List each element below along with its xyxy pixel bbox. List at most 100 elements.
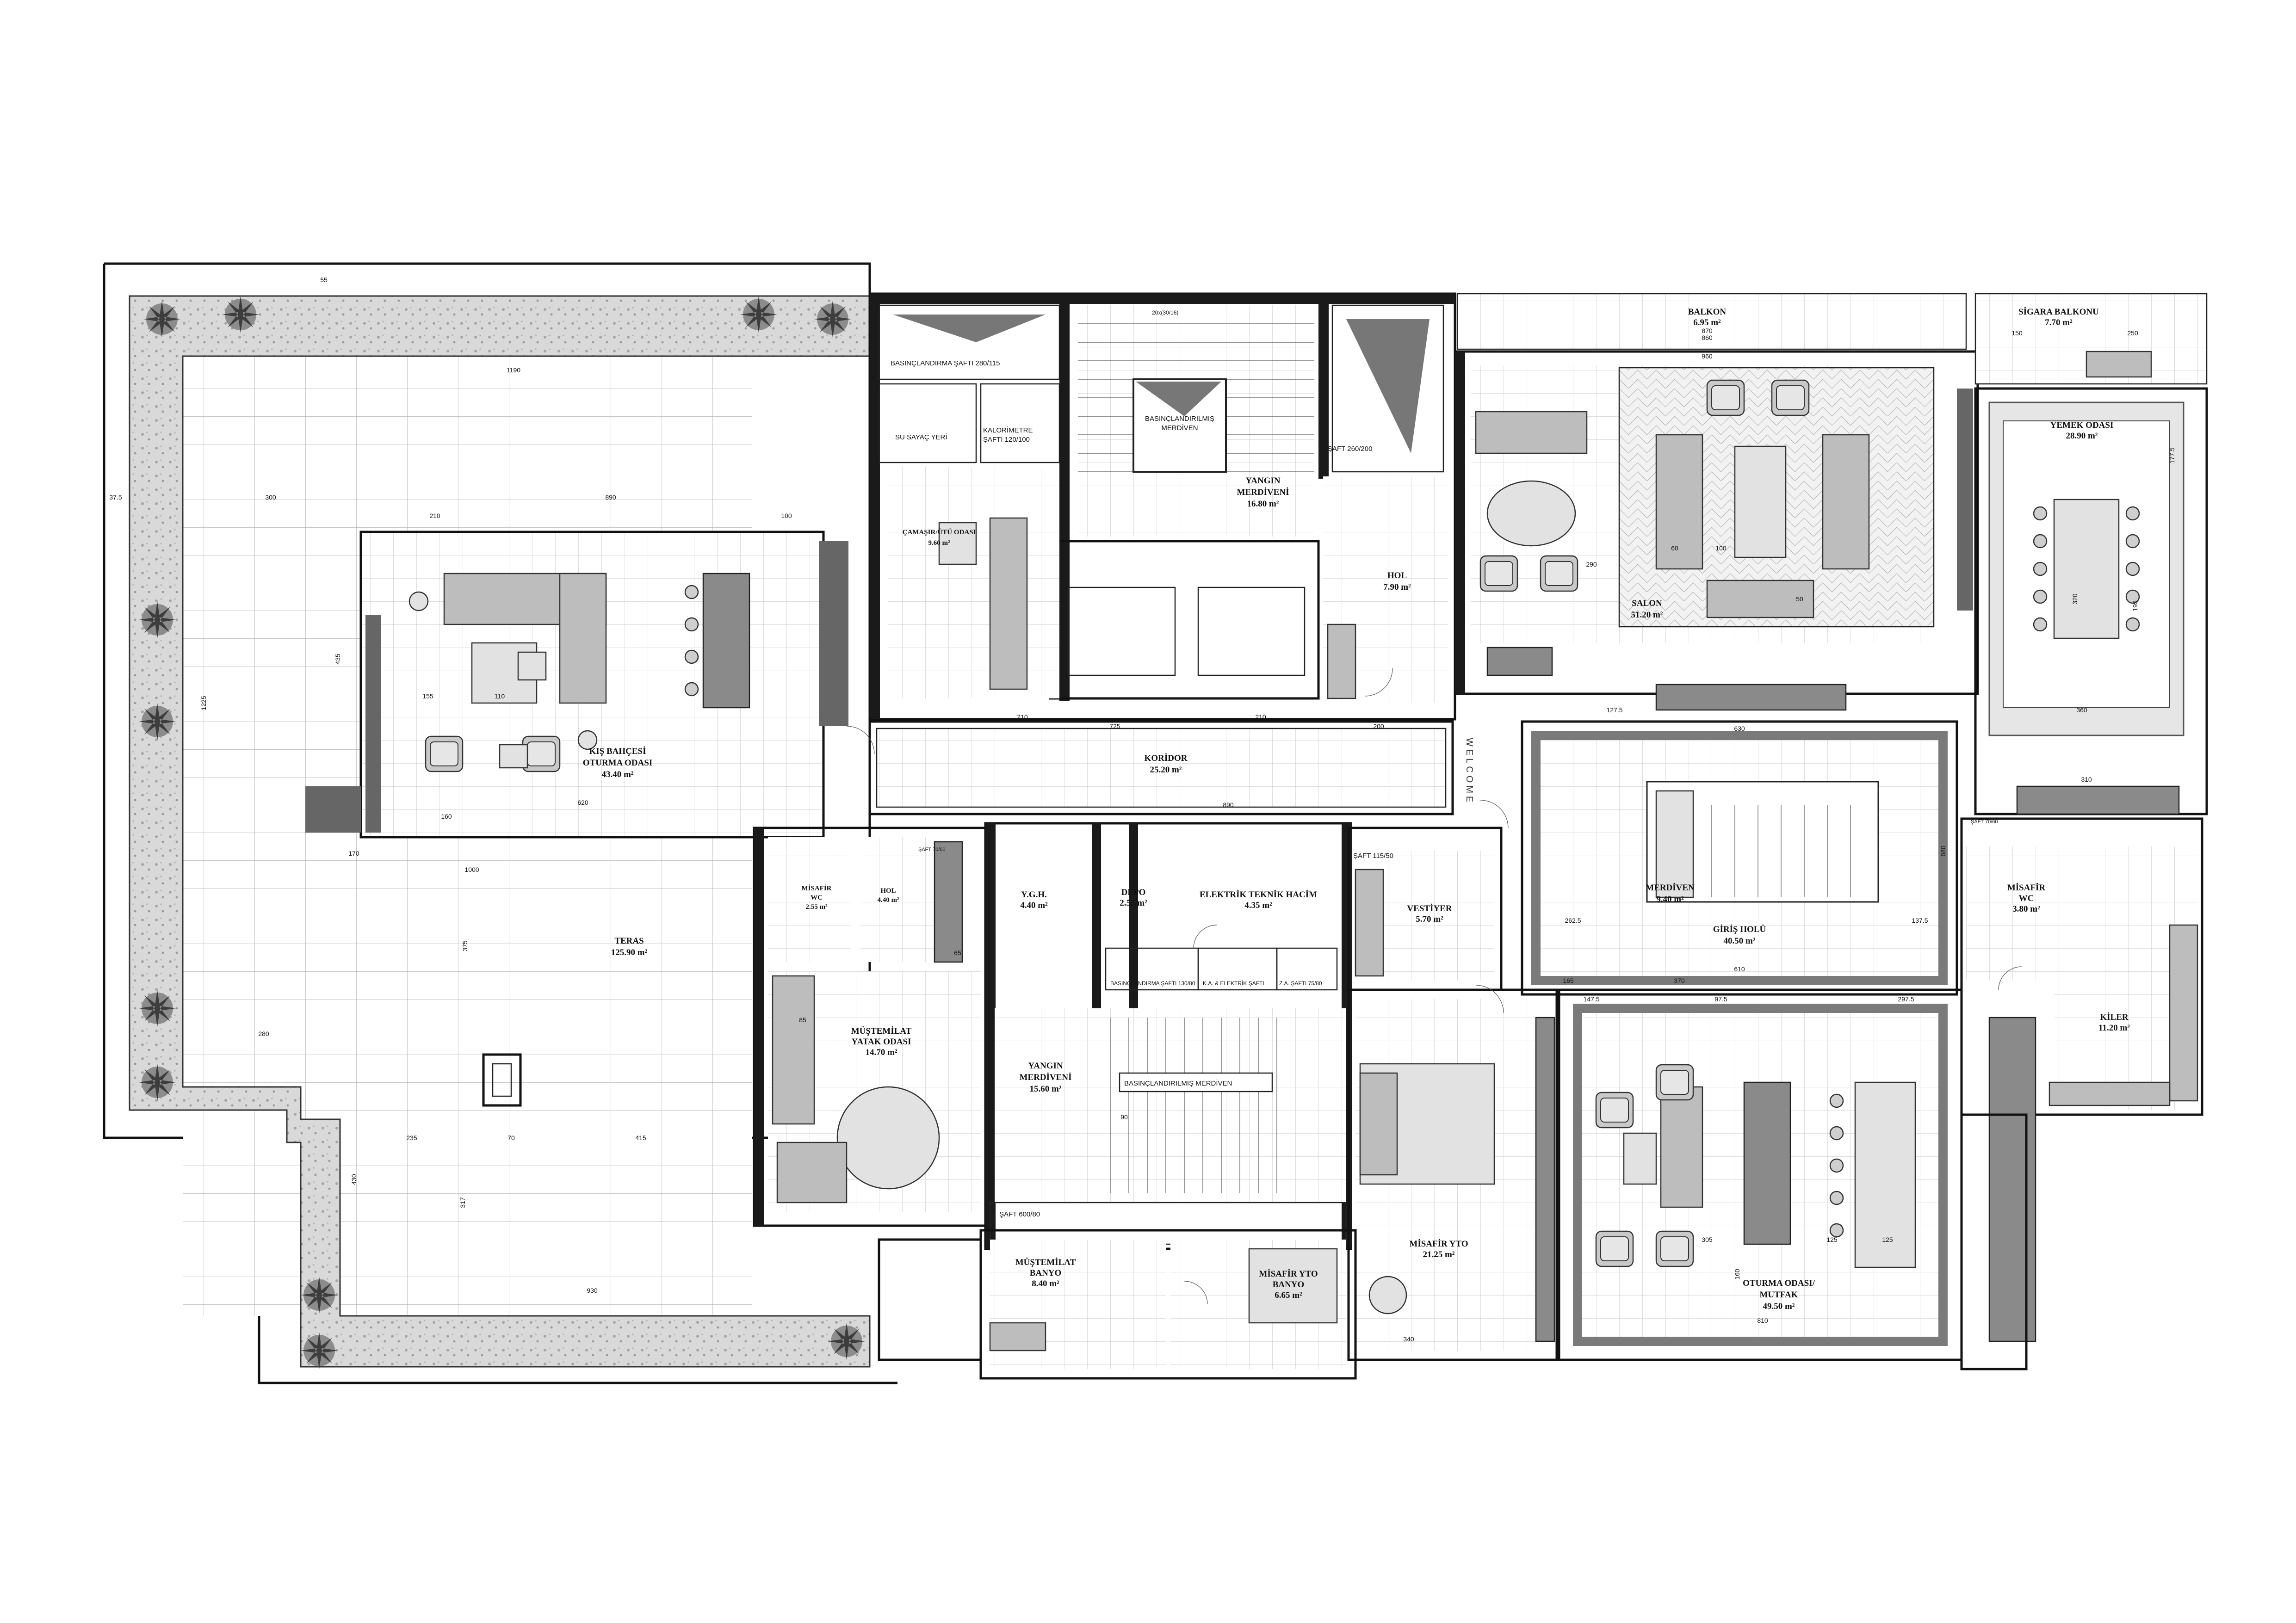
room-name: WC [811, 894, 823, 901]
dimension: 320 [2071, 593, 2079, 605]
shaft-labels: BASINÇLANDIRMA ŞAFTI 280/115 BASINÇLANDI… [891, 309, 1998, 1218]
room-name: ELEKTRİK TEKNİK HACİM [1200, 890, 1317, 900]
room-yangin-merdiveni-mid: YANGIN MERDİVENİ 15.60 m² [1020, 1061, 1072, 1094]
dimensions: 1190 890 300 210 100 1225 435 155 110 62… [109, 276, 2176, 1343]
dimension: 930 [587, 1287, 598, 1294]
room-name: WC [2019, 894, 2034, 903]
room-name: HOL [880, 887, 896, 895]
dimension: 860 [1702, 334, 1713, 341]
room-name: OTURMA ODASI [583, 758, 652, 768]
dimension: 1000 [464, 866, 479, 873]
room-name: Y.G.H. [1021, 890, 1047, 900]
room-name: GİRİŞ HOLÜ [1713, 925, 1766, 934]
dimension: 195 [2131, 600, 2139, 611]
dimension: 360 [2076, 706, 2087, 714]
room-kis-bahcesi: KIŞ BAHÇESİ OTURMA ODASI 43.40 m² [583, 747, 652, 779]
room-area: 43.40 m² [601, 770, 633, 779]
room-name: KORİDOR [1145, 753, 1188, 763]
room-area: 2.55 m² [806, 903, 828, 911]
dimension: 280 [258, 1030, 269, 1037]
room-balkon: BALKON 6.95 m² [1688, 307, 1727, 327]
dimension: 65 [954, 949, 961, 957]
room-area: 6.95 m² [1693, 318, 1721, 327]
dimension: 1225 [200, 696, 207, 710]
dimension: 127.5 [1606, 706, 1622, 714]
room-koridor: KORİDOR 25.20 m² [1145, 753, 1188, 775]
room-name: VESTİYER [1407, 904, 1452, 913]
dimension: 170 [348, 850, 359, 857]
room-name: BANYO [1273, 1280, 1305, 1290]
room-sigara-balkonu: SİGARA BALKONU 7.70 m² [2018, 307, 2099, 327]
room-name: SALON [1632, 599, 1662, 608]
dimension: 55 [320, 276, 328, 284]
room-name: BALKON [1688, 307, 1727, 317]
dimension: 297.5 [1898, 995, 1914, 1003]
room-elektrik: ELEKTRİK TEKNİK HACİM 4.35 m² [1200, 890, 1317, 910]
dimension: 290 [1586, 561, 1597, 568]
room-salon: SALON 51.20 m² [1631, 599, 1663, 620]
dimension: 160 [1733, 1269, 1741, 1280]
room-area: 3.80 m² [2012, 904, 2040, 914]
room-yemek-odasi: YEMEK ODASI 28.90 m² [2050, 420, 2114, 441]
room-vestiyer: VESTİYER 5.70 m² [1407, 904, 1452, 924]
plan-geometry [103, 262, 2208, 1384]
shaft-label: BASINÇLANDIRMA ŞAFTI 130/80 [1110, 980, 1195, 987]
room-area: 4.35 m² [1244, 901, 1272, 910]
dimension: 177.5 [2168, 447, 2176, 463]
dimension: 60 [1671, 544, 1678, 552]
room-name: TERAS [614, 936, 644, 946]
room-giris-holu: GİRİŞ HOLÜ 40.50 m² [1713, 925, 1766, 946]
room-area: 9.60 m² [928, 539, 950, 547]
dimension: 1190 [507, 366, 520, 374]
dimension: 680 [1939, 845, 1947, 857]
room-name: KIŞ BAHÇESİ [589, 747, 646, 756]
dimension: 85 [799, 1016, 806, 1024]
room-name: HOL [1387, 571, 1407, 580]
room-name: YANGIN [1245, 476, 1281, 486]
dimension: 100 [781, 512, 792, 519]
dimension: 430 [350, 1174, 358, 1185]
room-name: KİLER [2100, 1012, 2129, 1022]
dimension: 870 [1702, 327, 1713, 334]
shaft-label: ŞAFT 70/60 [918, 847, 946, 852]
shaft-label: KALORİMETRE [983, 426, 1033, 434]
dimension: 150 [2011, 329, 2023, 337]
dimension: 305 [1702, 1236, 1713, 1243]
dimension: 155 [422, 692, 433, 700]
room-area: 11.20 m² [2098, 1023, 2130, 1033]
room-area: 9.40 m² [1656, 895, 1684, 904]
dimension: 160 [441, 813, 452, 820]
room-area: 51.20 m² [1631, 610, 1663, 620]
room-area: 25.20 m² [1150, 765, 1182, 775]
dimension: 125 [1882, 1236, 1893, 1243]
room-merdiven: MERDİVEN 9.40 m² [1646, 883, 1695, 904]
dimension: 370 [1674, 977, 1685, 984]
dimension: 317 [459, 1197, 466, 1208]
dimension: 340 [1403, 1335, 1414, 1343]
room-name: ÇAMAŞIR/ÜTÜ ODASI [903, 528, 976, 536]
shaft-label: 20x(30/16) [1152, 309, 1178, 316]
room-name: BANYO [1030, 1268, 1062, 1278]
room-area: 7.70 m² [2045, 318, 2073, 327]
room-area: 7.90 m² [1383, 582, 1411, 592]
room-name: YANGIN [1028, 1061, 1063, 1071]
room-name: MÜŞTEMİLAT [851, 1026, 912, 1036]
room-area: 4.40 m² [1020, 901, 1048, 910]
dimension: 630 [1734, 725, 1745, 732]
shaft-label: BASINÇLANDIRILMIŞ [1145, 415, 1214, 423]
room-misafir-yto: MİSAFİR YTO 21.25 m² [1409, 1239, 1468, 1259]
room-area: 49.50 m² [1763, 1302, 1795, 1311]
dimension: 97.5 [1714, 995, 1727, 1003]
dimension: 310 [2081, 776, 2092, 783]
room-hol-left: HOL 4.40 m² [878, 887, 899, 904]
dimension: 200 [1373, 722, 1384, 730]
dimension: 262.5 [1565, 917, 1581, 924]
room-name: MİSAFİR YTO [1409, 1239, 1468, 1249]
room-yangin-merdiveni-top: YANGIN MERDİVENİ 16.80 m² [1237, 476, 1289, 509]
dimension: 235 [406, 1134, 417, 1142]
room-name: MİSAFİR [801, 884, 831, 892]
room-mustemilat-banyo: MÜŞTEMİLAT BANYO 8.40 m² [1015, 1258, 1076, 1289]
dimension: 300 [265, 494, 276, 501]
room-name: YEMEK ODASI [2050, 420, 2114, 430]
dimension: 100 [1715, 544, 1727, 552]
